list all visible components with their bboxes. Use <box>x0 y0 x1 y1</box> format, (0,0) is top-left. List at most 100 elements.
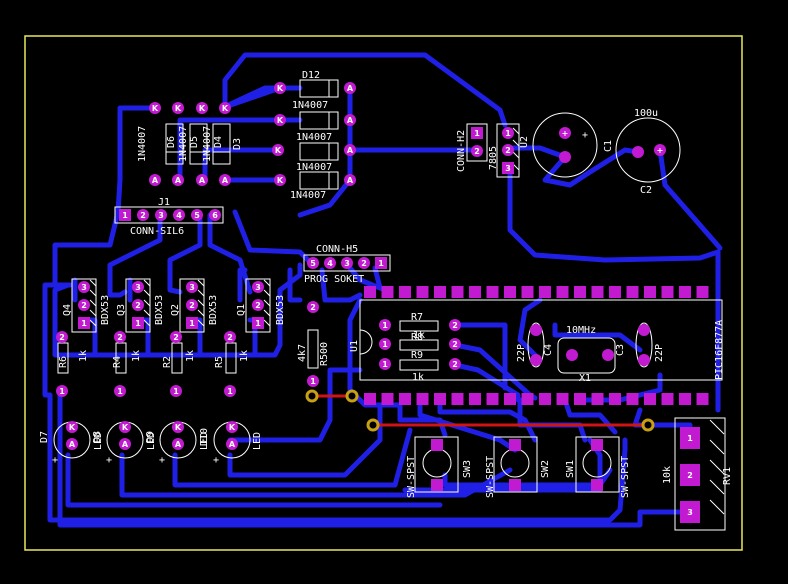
copper-traces-bottom <box>42 52 723 528</box>
pic-pin-bottom <box>399 393 411 405</box>
label-x1: X1 <box>579 373 591 384</box>
bridge-cathode-pad <box>149 102 161 114</box>
label-r2: R2 <box>162 356 173 368</box>
bridge-cathode-pad <box>274 174 286 186</box>
pic-pin-top <box>539 286 551 298</box>
pad-label: K <box>175 104 182 113</box>
pic-pin-bottom <box>451 393 464 405</box>
label-d9: D9 <box>145 431 156 443</box>
led-anode-pad <box>172 438 184 450</box>
pic-pin-bottom <box>591 393 604 405</box>
bridge-anode-pad <box>149 174 161 186</box>
pad-label: 1 <box>59 387 65 396</box>
label-led-1: LED <box>93 432 104 450</box>
pad-label: 3 <box>135 283 141 292</box>
pic-pin-bottom <box>521 393 534 405</box>
plus-d8: + <box>106 455 112 466</box>
bridge-cathode-pad <box>272 144 284 156</box>
plus-d9: + <box>159 455 165 466</box>
led-cathode-pad <box>119 421 131 433</box>
c3-pad <box>638 324 650 336</box>
pad-label: K <box>69 423 76 432</box>
pic-pin-bottom <box>626 393 639 405</box>
pad-label: 1 <box>382 360 388 369</box>
label-led-3: LED <box>199 432 210 450</box>
pad-label: K <box>277 116 284 125</box>
pad-label: 1 <box>310 377 316 386</box>
label-10k: 10k <box>662 466 673 484</box>
label-r5: R5 <box>214 356 225 368</box>
transistor-pin <box>186 317 198 329</box>
pad-label: 1 <box>382 340 388 349</box>
pic-pin-top <box>696 286 709 298</box>
plus-c1: + <box>582 130 588 141</box>
pic-pin-bottom <box>644 393 656 405</box>
pad-label: K <box>277 176 284 185</box>
pad-label: 1 <box>255 319 261 328</box>
label-1n4007-v1: 1N4007 <box>137 126 148 162</box>
pad-label: 1 <box>382 321 388 330</box>
label-bdx53-q2: BDX53 <box>208 295 219 325</box>
resistor-pin <box>449 358 461 370</box>
pad-label: 1 <box>474 129 480 138</box>
pad-label: 3 <box>255 283 261 292</box>
label-prog-soket: PROG SOKET <box>304 274 364 285</box>
label-sw2: SW2 <box>540 460 551 478</box>
pad-label: 4 <box>176 211 182 220</box>
pad-label: K <box>275 146 282 155</box>
label-conn-sil6: CONN-SIL6 <box>130 226 184 237</box>
pad-label: 1 <box>505 129 511 138</box>
pad-label: + <box>657 146 664 155</box>
label-c3: C3 <box>615 344 626 356</box>
pic-pin-bottom <box>574 393 586 405</box>
pad-label: A <box>122 440 129 449</box>
bridge-anode-pad <box>344 144 356 156</box>
transistor-pin <box>78 281 90 293</box>
pad-label: 2 <box>173 333 179 342</box>
pad-label: 2 <box>189 301 195 310</box>
pic-pin-top <box>451 286 464 298</box>
conn-h5-pin <box>341 257 353 269</box>
c2-plus-pad <box>654 144 666 156</box>
copper-traces-top <box>310 394 650 427</box>
pic-pin-top <box>574 286 586 298</box>
label-1n4007-v3: 1N4007 <box>202 126 213 162</box>
resistor-pin <box>170 385 182 397</box>
transistor-pin <box>132 281 144 293</box>
pic-pin-top <box>521 286 534 298</box>
pic-pin-bottom <box>416 393 429 405</box>
label-1n4007-c: 1N4007 <box>296 162 332 173</box>
transistor-pin <box>78 299 90 311</box>
pic-pin-bottom <box>539 393 551 405</box>
label-r6: R6 <box>58 356 69 368</box>
conn-h2-pin <box>471 127 483 139</box>
j1-pin <box>155 209 167 221</box>
pic-pin-top <box>679 286 691 298</box>
label-r8: R8 <box>411 332 423 343</box>
j1-pin <box>173 209 185 221</box>
label-d4: D4 <box>213 136 224 148</box>
label-u1: U1 <box>349 340 360 352</box>
transistor-pin <box>252 317 264 329</box>
transistor-pin <box>132 299 144 311</box>
pad-label: 2 <box>227 333 233 342</box>
switch-pad <box>591 439 603 451</box>
pic-pin-top <box>504 286 516 298</box>
pic-pin-top <box>399 286 411 298</box>
bridge-cathode-pad <box>274 114 286 126</box>
label-d7: D7 <box>39 431 50 443</box>
plus-d7: + <box>52 455 58 466</box>
pad-label: 1 <box>173 387 179 396</box>
led-cathode-pad <box>172 421 184 433</box>
label-d10: D10 <box>199 428 210 446</box>
bridge-cathode-pad <box>196 102 208 114</box>
bridge-anode-pad <box>344 174 356 186</box>
pad-label: A <box>222 176 229 185</box>
pad-label: 3 <box>189 283 195 292</box>
pad-label: K <box>229 423 236 432</box>
label-7805: 7805 <box>488 146 499 170</box>
label-d5: D5 <box>189 136 200 148</box>
label-1n4007-d: 1N4007 <box>290 190 326 201</box>
pic-pin-bottom <box>556 393 569 405</box>
label-100u: 100u <box>634 108 658 119</box>
